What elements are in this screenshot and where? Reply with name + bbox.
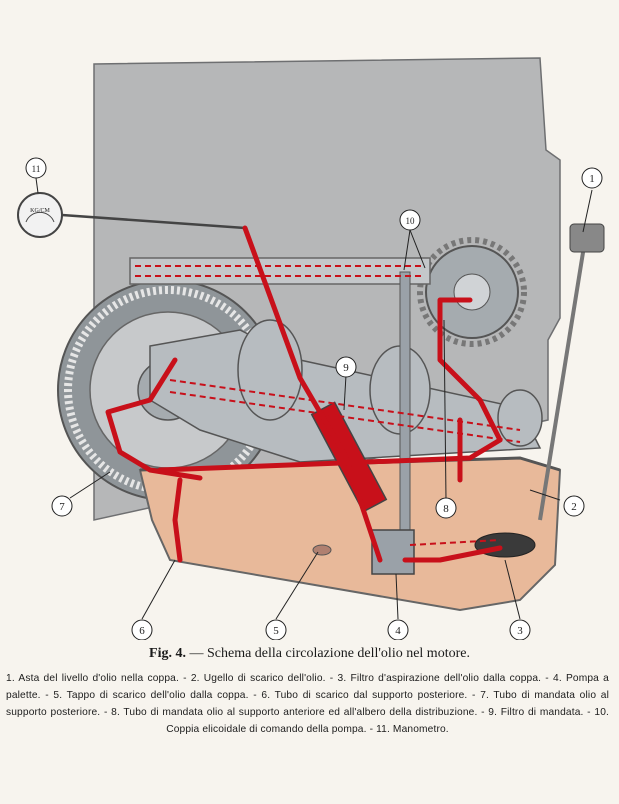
callout-1: 1 — [581, 167, 603, 189]
callout-4: 4 — [387, 619, 409, 641]
figure-caption: Fig. 4. — Schema della circolazione dell… — [0, 640, 619, 804]
caption-title: Fig. 4. — Schema della circolazione dell… — [0, 646, 619, 662]
caption-legend: 1. Asta del livello d'olio nella coppa. … — [6, 673, 609, 735]
oil-galleries — [135, 265, 521, 546]
callout-11: 11 — [25, 157, 47, 179]
caption-dash: — — [189, 646, 204, 661]
manometer-gauge: KG/CM — [17, 192, 246, 238]
svg-text:9: 9 — [343, 362, 349, 374]
callout-8: 8 — [435, 497, 457, 519]
callout-6: 6 — [131, 619, 153, 641]
figure-label: Fig. 4. — [149, 646, 186, 661]
callout-3: 3 — [509, 619, 531, 641]
svg-text:10: 10 — [406, 216, 416, 226]
caption-title-text: Schema della circolazione dell'olio nel … — [206, 646, 470, 661]
svg-text:7: 7 — [59, 501, 65, 513]
svg-text:3: 3 — [517, 625, 523, 637]
callout-7: 7 — [51, 495, 73, 517]
oil-circuit — [105, 225, 503, 563]
svg-text:5: 5 — [273, 625, 279, 637]
svg-text:8: 8 — [443, 503, 449, 515]
callout-9: 9 — [335, 356, 357, 378]
svg-text:2: 2 — [571, 501, 577, 513]
svg-text:1: 1 — [589, 173, 595, 185]
drain-plug — [312, 544, 332, 556]
engine-oil-circulation-diagram: KG/CM 1 2 3 4 5 6 7 8 9 — [17, 57, 605, 641]
svg-text:4: 4 — [395, 625, 401, 637]
camshaft — [129, 257, 431, 285]
leader-lines — [35, 177, 593, 620]
callout-10: 10 — [399, 209, 421, 231]
svg-text:11: 11 — [32, 164, 41, 174]
callout-2: 2 — [563, 495, 585, 517]
callout-5: 5 — [265, 619, 287, 641]
svg-text:6: 6 — [139, 625, 145, 637]
svg-text:KG/CM: KG/CM — [30, 208, 50, 214]
dipstick — [538, 223, 605, 521]
pump-shaft — [399, 271, 411, 533]
